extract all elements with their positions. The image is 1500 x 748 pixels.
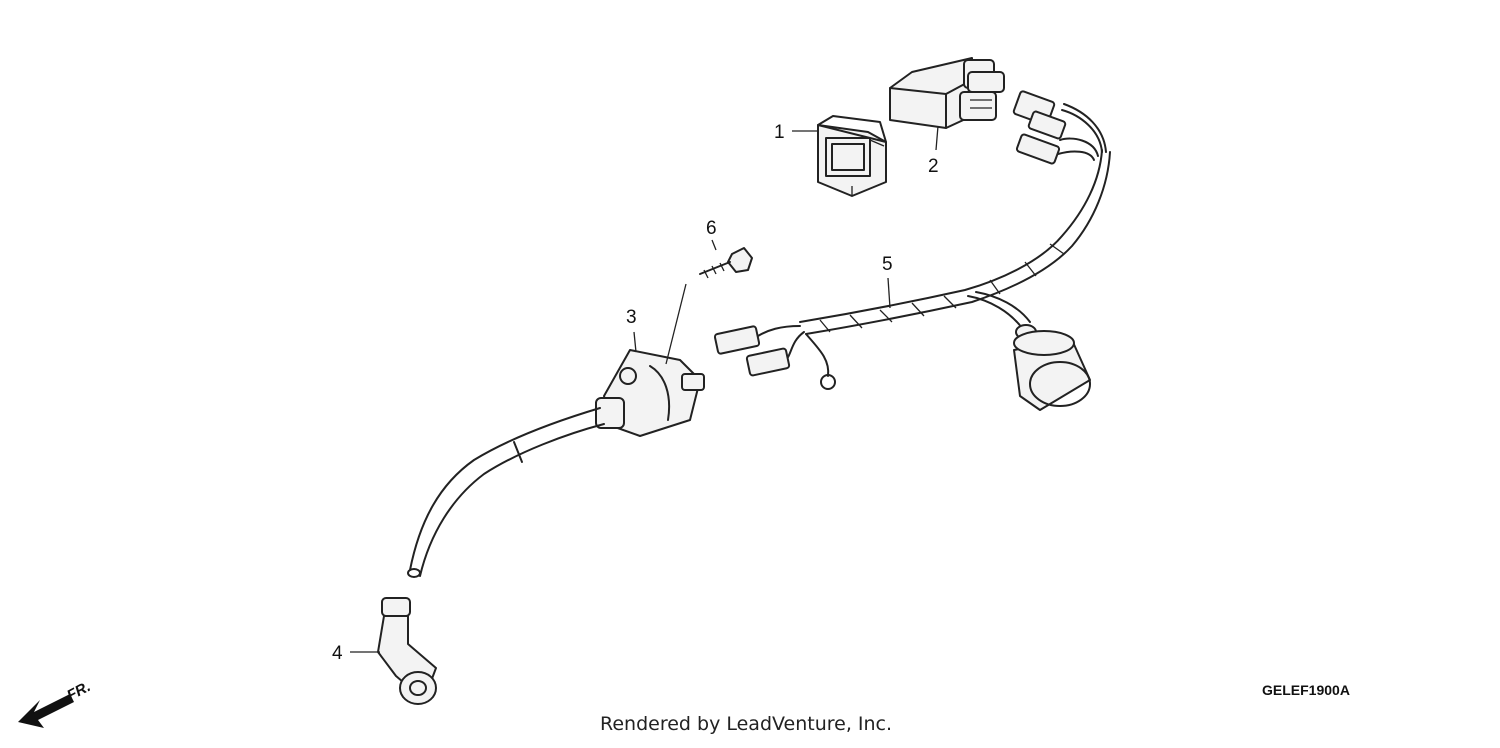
leader-lines (350, 125, 939, 653)
ignition-coil[interactable] (595, 349, 705, 437)
callout-1: 1 (774, 122, 785, 143)
callout-2: 2 (928, 156, 939, 177)
high-tension-lead (407, 407, 605, 578)
callout-4: 4 (332, 643, 343, 664)
callout-5: 5 (882, 254, 893, 275)
sensor-body (1013, 330, 1091, 411)
front-arrow-icon (18, 694, 74, 728)
callout-6: 6 (706, 218, 717, 239)
diagram-code: GELEF1900A (1262, 682, 1350, 698)
relay-block[interactable] (817, 115, 887, 197)
bolt[interactable] (699, 247, 753, 279)
render-credit: Rendered by LeadVenture, Inc. (600, 713, 892, 735)
spark-plug-cap[interactable] (377, 597, 437, 705)
control-unit[interactable] (889, 57, 1005, 129)
callout-3: 3 (626, 307, 637, 328)
wire-harness[interactable] (713, 90, 1111, 411)
